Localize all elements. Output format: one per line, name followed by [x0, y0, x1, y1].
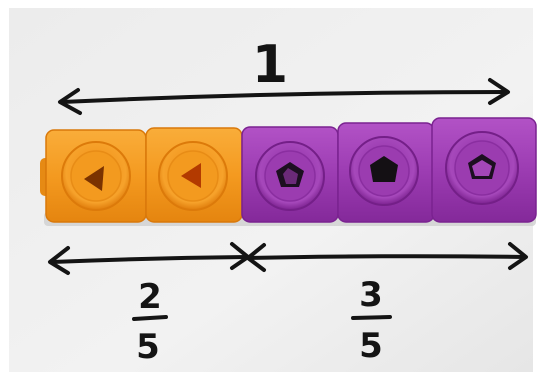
orange-cube [146, 128, 242, 222]
part-b-denominator: 5 [359, 326, 383, 366]
part-a-denominator: 5 [136, 327, 160, 367]
purple-cube [432, 118, 536, 222]
part-b-numerator: 3 [359, 275, 383, 315]
purple-cube [338, 123, 434, 222]
purple-cube [242, 127, 338, 222]
part-a-numerator: 2 [138, 277, 162, 317]
whole-label: 1 [252, 35, 288, 95]
part-b-fraction-bar [353, 317, 390, 318]
orange-cube [46, 130, 146, 222]
part-a-fraction-bar [134, 317, 166, 319]
